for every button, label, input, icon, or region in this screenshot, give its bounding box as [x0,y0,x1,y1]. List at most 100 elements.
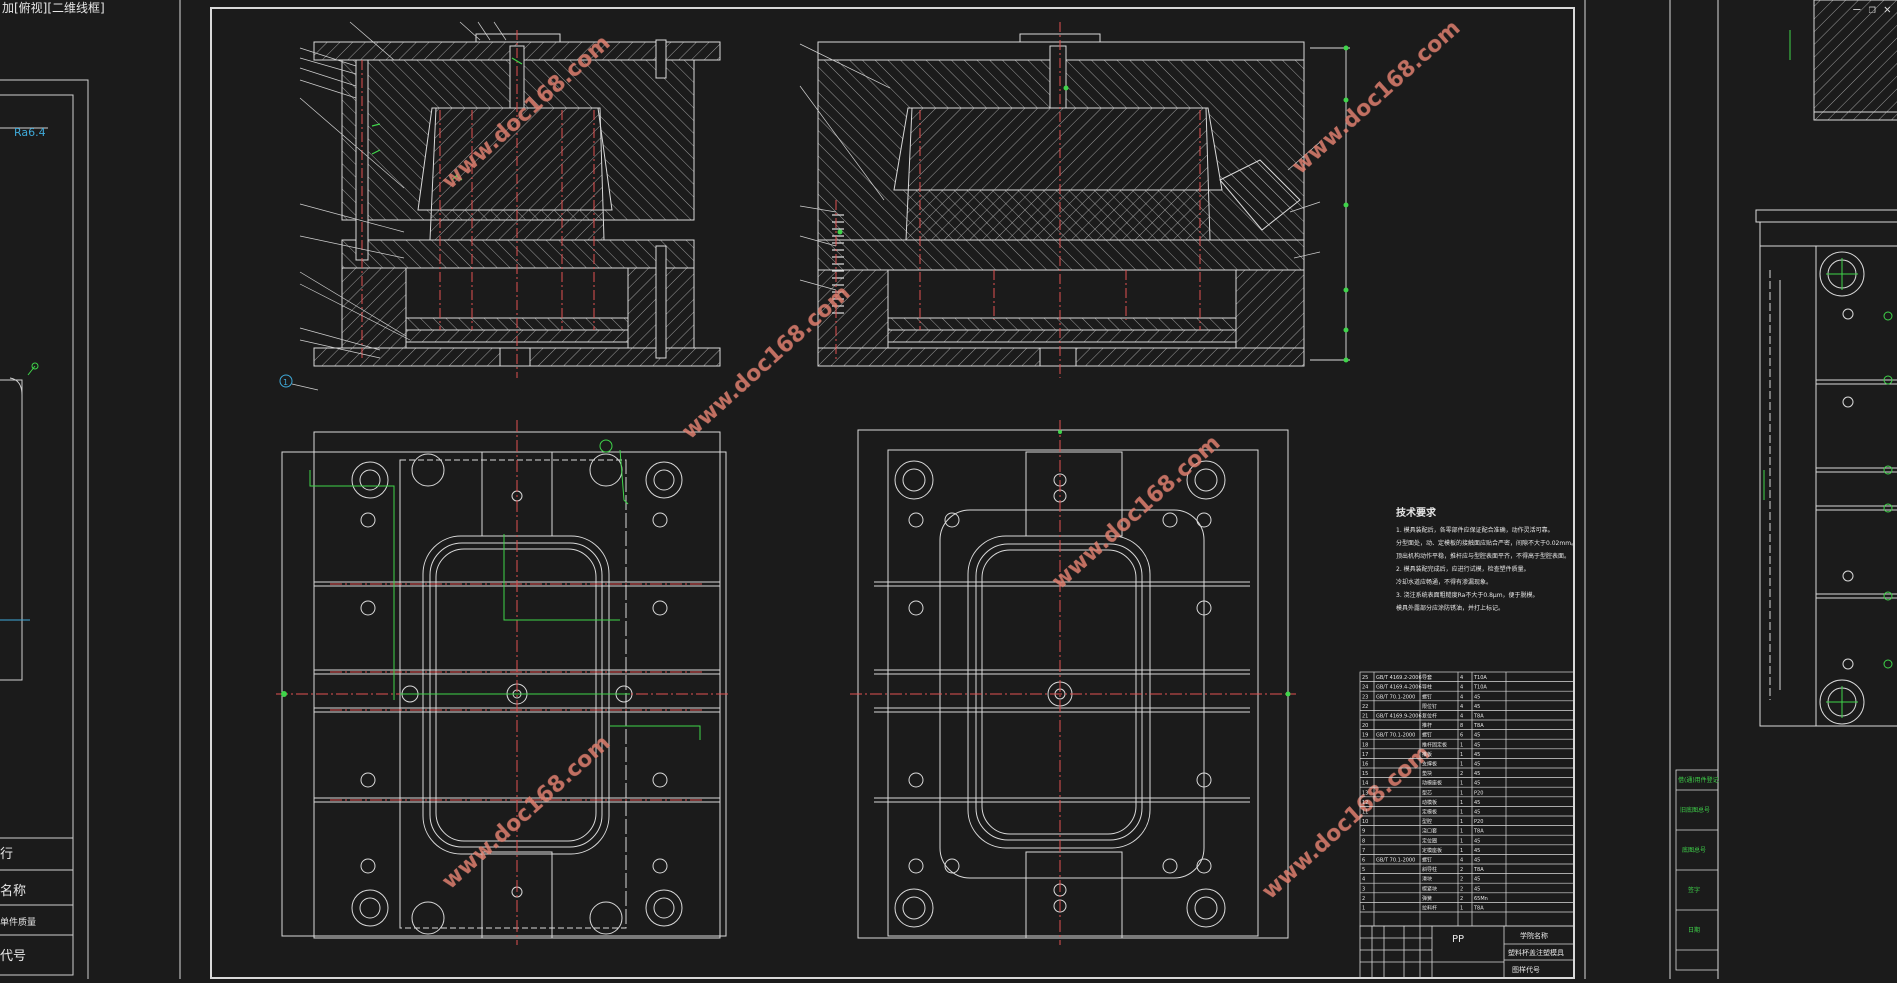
bom-cell: 2 [1460,877,1463,883]
bom-cell: GB/T 70.1-2000 [1376,694,1415,700]
bom-cell: P20 [1474,790,1483,796]
bom-cell: 型腔 [1422,818,1432,825]
bom-cell: 17 [1362,752,1368,758]
bom-cell: 1 [1460,742,1463,748]
section-view-left-centerlines [361,30,595,378]
stamp-label-1: 借(通)用件登记 [1678,776,1719,784]
plan-view-right-centerlines [850,420,1296,945]
bom-cell: 1 [1460,848,1463,854]
bom-cell: 5 [1362,867,1365,873]
bom-cell: 45 [1474,781,1480,787]
bom-cell: 4 [1460,704,1463,710]
bom-cell: 1 [1460,810,1463,816]
main-sheet-frame [179,0,1586,983]
section-view-right [817,33,1350,367]
bom-cell: 4 [1460,714,1463,720]
svg-text:www.doc168.com: www.doc168.com [1257,741,1435,905]
left-table-row-3: 单件质量 [0,916,36,928]
bom-cell: 导柱 [1422,684,1432,691]
bom-cell: 45 [1474,704,1480,710]
bom-cell: T10A [1473,685,1487,691]
stamp-label-4: 签字 [1688,886,1700,894]
svg-text:www.doc168.com: www.doc168.com [437,731,615,895]
bom-cell: 8 [1362,838,1365,844]
note-line-5: 冷却水道应畅通，不得有渗漏现象。 [1396,578,1492,586]
bom-cell: 16 [1362,762,1368,768]
viewport-label[interactable]: 加[俯视][二维线框] [2,1,105,15]
bom-cell: 23 [1362,694,1368,700]
plan-view-left [281,431,727,939]
bom-cell: GB/T 70.1-2000 [1376,733,1415,739]
bom-cell: 复位杆 [1422,713,1437,720]
bom-cell: T8A [1473,829,1484,835]
note-line-2: 分型面处，动、定模板的接触面应贴合严密，间隙不大于0.02mm。 [1396,539,1577,547]
bom-cell: 22 [1362,704,1368,710]
note-line-6: 3. 浇注系统表面粗糙度Ra不大于0.8μm，便于脱模。 [1396,591,1539,599]
note-line-1: 1. 模具装配后，各零部件应保证配合准确，动作灵活可靠。 [1396,526,1554,534]
close-icon[interactable]: ✕ [1883,2,1891,16]
bom-cell: 45 [1474,752,1480,758]
window-controls: — ❐ ✕ [1853,2,1891,16]
title-block [1359,925,1575,979]
bom-cell: 4 [1460,694,1463,700]
section-view-right-leaders [799,43,1321,291]
bom-cell: 推杆 [1422,722,1432,729]
bom-cell: 螺钉 [1422,732,1432,739]
bom-cell: 斜导柱 [1422,866,1437,873]
bom-table [1359,671,1575,927]
bom-cell: 2 [1460,896,1463,902]
note-line-3: 顶出机构动作平稳，推杆应与型腔表面平齐，不得高于型腔表面。 [1396,552,1570,560]
restore-icon[interactable]: ❐ [1868,2,1876,16]
bom-cell: 动模板 [1422,799,1437,806]
technical-notes: 技术要求 1. 模具装配后，各零部件应保证配合准确，动作灵活可靠。 分型面处，动… [1396,506,1577,612]
roughness-symbol: Ra6.4 [14,126,46,139]
bom-cell: 楔紧块 [1422,885,1437,892]
section-view-left-green-marks [371,57,523,181]
school-name: 学院名称 [1520,931,1548,940]
bom-cell: 浇口套 [1422,828,1437,835]
bom-cell: 11 [1362,810,1368,816]
bom-cell: T8A [1473,714,1484,720]
bom-cell: 45 [1474,877,1480,883]
bom-cell: 弹簧 [1422,895,1432,902]
bom-cell: 1 [1362,906,1365,912]
bom-cell: 1 [1460,906,1463,912]
bom-cell: 7 [1362,848,1365,854]
right-sheet-stamps [1675,769,1719,971]
bom-cell: 8 [1460,723,1463,729]
bom-cell: 18 [1362,742,1368,748]
bom-cell: GB/T 4169.2-2006 [1376,675,1422,681]
bom-cell: 限位钉 [1422,703,1437,710]
bom-cell: 25 [1362,675,1368,681]
material-label: PP [1452,934,1464,945]
balloon-1 [279,374,293,388]
drawing-name: 塑料杯盖注塑模具 [1508,948,1564,957]
balloon-1-label: 1 [283,378,288,387]
bom-cell: 2 [1362,896,1365,902]
bom-cell: 15 [1362,771,1368,777]
bom-cell: 1 [1460,781,1463,787]
bom-cell: 6 [1362,858,1365,864]
bom-cell: 1 [1460,829,1463,835]
stamp-label-2: 旧底图总号 [1680,806,1710,814]
bom-cell: 1 [1460,838,1463,844]
bom-cell: 拉料杆 [1422,905,1437,912]
bom-cell: 6 [1460,733,1463,739]
bom-cell: 45 [1474,771,1480,777]
right-sheet-green-marks [1763,30,1893,718]
bom-cell: 4 [1460,675,1463,681]
bom-cell: 4 [1460,858,1463,864]
bom-cell: 12 [1362,800,1368,806]
minimize-icon[interactable]: — [1853,2,1861,16]
bom-cell: 45 [1474,848,1480,854]
bom-cell: 螺钉 [1422,693,1432,700]
bom-cell: 1 [1460,762,1463,768]
bom-cell: 导套 [1422,674,1432,681]
bom-cell: GB/T 70.1-2000 [1376,858,1415,864]
left-table-row-1: 行 [0,847,13,862]
right-sheet-fragment [1669,0,1897,979]
bom-cell: 推杆固定板 [1422,741,1447,748]
bom-cell: 45 [1474,742,1480,748]
